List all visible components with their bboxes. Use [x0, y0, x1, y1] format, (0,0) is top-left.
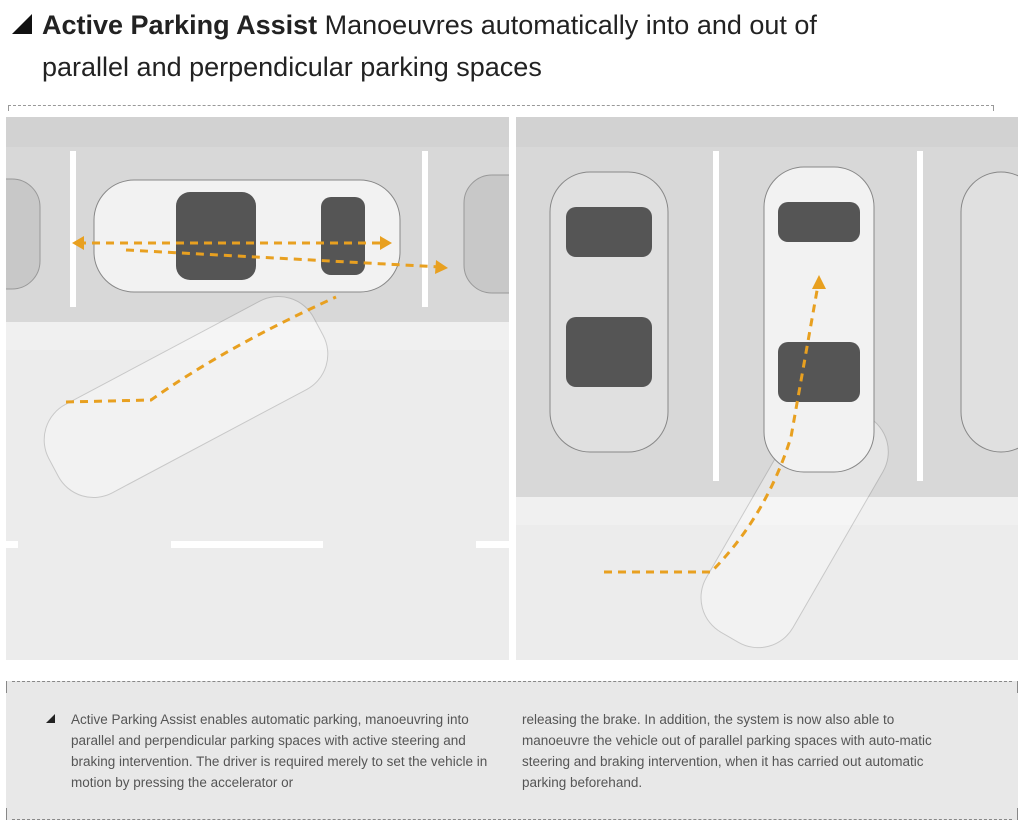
divider: [8, 105, 994, 111]
title-bold: Active Parking Assist: [42, 10, 318, 40]
title-line2: parallel and perpendicular parking space…: [42, 52, 542, 82]
parallel-parking-illustration: [6, 117, 509, 660]
description-column-2: releasing the brake. In addition, the sy…: [522, 712, 932, 790]
page-title: Active Parking Assist Manoeuvres automat…: [12, 4, 1012, 88]
title-rest: Manoeuvres automatically into and out of: [324, 10, 817, 40]
triangle-bullet-icon: [12, 14, 32, 34]
description-column-1: Active Parking Assist enables automatic …: [71, 712, 488, 790]
description-box: Active Parking Assist enables automatic …: [6, 681, 1018, 820]
triangle-bullet-icon: [46, 714, 55, 723]
perpendicular-parking-illustration: [516, 117, 1018, 660]
